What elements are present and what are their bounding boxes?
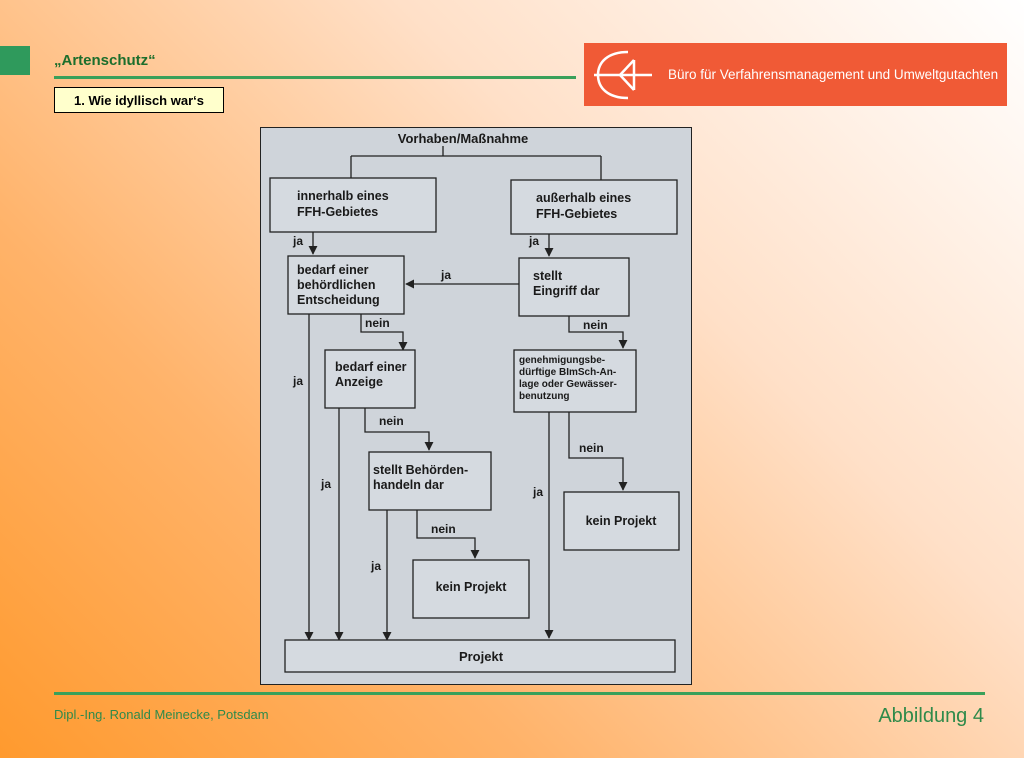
node-genehmigung-line-4: benutzung	[519, 391, 570, 402]
logo-mark-icon	[594, 50, 652, 99]
node-innerhalb-line-1: innerhalb eines	[297, 189, 389, 203]
node-behoerdenhandeln	[368, 451, 492, 511]
edge-label-nein: nein	[579, 441, 604, 455]
corner-marker	[0, 46, 30, 75]
node-genehmigung	[513, 349, 637, 413]
node-bedarf-entscheidung-text: bedarf einer behördlichen Entscheidung	[297, 263, 380, 307]
node-bedarf-anzeige	[324, 349, 416, 409]
node-behoerdenhandeln-text: stellt Behörden- handeln dar	[373, 463, 472, 492]
figure-label: Abbildung 4	[878, 705, 984, 727]
edge-label-nein: nein	[431, 522, 456, 536]
node-ausserhalb-line-2: FFH-Gebietes	[536, 207, 617, 221]
node-innerhalb-line-2: FFH-Gebietes	[297, 205, 378, 219]
node-ausserhalb	[510, 179, 678, 235]
edge-label-ja: ja	[292, 234, 303, 248]
edge-label-ja: ja	[292, 374, 303, 388]
flowchart-figure: Vorhaben/Maßnahme innerhalb eines FFH-Ge…	[260, 127, 692, 685]
node-genehmigung-text: genehmigungsbe- dürftige BImSch-An- lage…	[519, 355, 620, 402]
node-kein-projekt-right	[563, 491, 680, 551]
node-eingriff-line-2: Eingriff dar	[533, 284, 600, 298]
edge-label-nein: nein	[583, 318, 608, 332]
footer-divider	[54, 692, 985, 695]
node-kein-projekt-mid-label: kein Projekt	[436, 580, 508, 594]
edge-label-nein: nein	[365, 316, 390, 330]
node-projekt-label: Projekt	[459, 649, 504, 664]
node-behoerdenhandeln-line-2: handeln dar	[373, 478, 444, 492]
node-vorhaben-label: Vorhaben/Maßnahme	[398, 131, 529, 146]
node-genehmigung-line-3: lage oder Gewässer-	[519, 379, 617, 390]
node-projekt	[284, 639, 676, 673]
edge-label-ja: ja	[528, 234, 539, 248]
company-logo: Büro für Verfahrensmanagement und Umwelt…	[584, 43, 1007, 106]
node-ausserhalb-text: außerhalb eines FFH-Gebietes	[536, 191, 635, 221]
edge-label-ja: ja	[370, 559, 381, 573]
node-kein-projekt-mid	[412, 559, 530, 619]
node-bedarf-entscheidung-line-3: Entscheidung	[297, 293, 380, 307]
node-bedarf-entscheidung-line-1: bedarf einer	[297, 263, 369, 277]
node-genehmigung-line-2: dürftige BImSch-An-	[519, 367, 616, 378]
node-bedarf-anzeige-line-2: Anzeige	[335, 375, 383, 389]
edge-label-ja: ja	[532, 485, 543, 499]
slide-title: „Artenschutz“	[54, 52, 156, 69]
node-eingriff-line-1: stellt	[533, 269, 563, 283]
footer-author: Dipl.-Ing. Ronald Meinecke, Potsdam	[54, 707, 269, 722]
node-bedarf-entscheidung-line-2: behördlichen	[297, 278, 375, 292]
node-innerhalb	[269, 177, 437, 233]
edge-label-nein: nein	[379, 414, 404, 428]
node-ausserhalb-line-1: außerhalb eines	[536, 191, 631, 205]
edge-label-ja: ja	[320, 477, 331, 491]
node-eingriff-text: stellt Eingriff dar	[533, 269, 600, 298]
node-behoerdenhandeln-line-1: stellt Behörden-	[373, 463, 468, 477]
logo-text: Büro für Verfahrensmanagement und Umwelt…	[668, 67, 999, 82]
node-bedarf-entscheidung	[287, 255, 405, 315]
node-bedarf-anzeige-line-1: bedarf einer	[335, 360, 407, 374]
slide-subtitle: 1. Wie idyllisch war‘s	[54, 87, 224, 113]
edge-label-ja: ja	[440, 268, 451, 282]
flowchart: Vorhaben/Maßnahme innerhalb eines FFH-Ge…	[269, 131, 680, 673]
node-kein-projekt-right-label: kein Projekt	[586, 514, 658, 528]
node-bedarf-anzeige-text: bedarf einer Anzeige	[335, 360, 410, 389]
node-innerhalb-text: innerhalb eines FFH-Gebietes	[297, 189, 392, 219]
title-divider	[54, 76, 576, 79]
node-eingriff	[518, 257, 630, 317]
node-genehmigung-line-1: genehmigungsbe-	[519, 355, 605, 366]
